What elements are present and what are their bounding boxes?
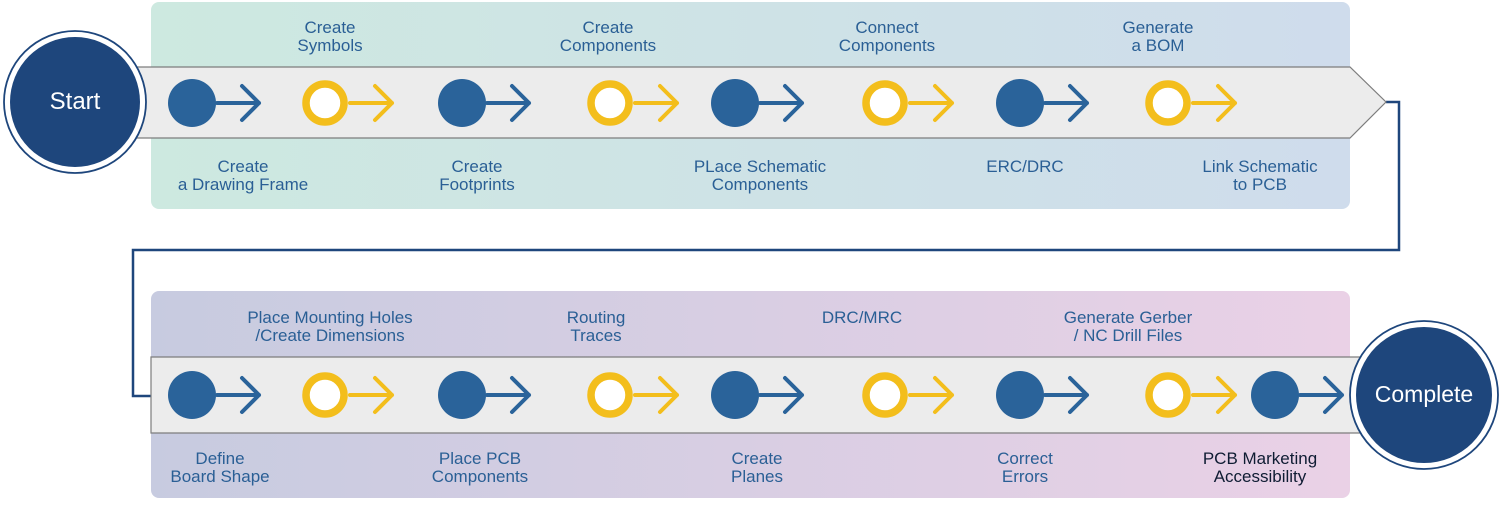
arrow-right-icon [485, 376, 531, 414]
row1-step-5 [711, 79, 804, 127]
row2-step-4 [587, 372, 679, 418]
complete-node [1356, 327, 1492, 463]
row2-step-3 [438, 371, 531, 419]
arrow-right-icon [215, 376, 261, 414]
dot-icon [168, 79, 216, 127]
ring-icon [587, 372, 633, 418]
row1-top-label-3: Connect Components [838, 18, 936, 55]
row1-step-3 [438, 79, 531, 127]
arrow-right-icon [485, 84, 531, 122]
ring-icon [302, 80, 348, 126]
arrow-right-icon [1191, 376, 1237, 414]
row2-top-label-1: Place Mounting Holes /Create Dimensions [247, 308, 413, 345]
row2-bottom-label-1: Define Board Shape [170, 449, 270, 486]
arrow-right-icon [1191, 84, 1237, 122]
dot-icon [438, 371, 486, 419]
row2-bottom-label-3: Create Planes [731, 449, 783, 486]
row2-top-label-3: DRC/MRC [821, 308, 903, 327]
row2-bottom-label-4: Correct Errors [997, 449, 1053, 486]
complete-label: Complete [1374, 381, 1474, 407]
row1-top-label-4: Generate a BOM [1122, 18, 1194, 55]
arrow-right-icon [633, 84, 679, 122]
row1-step-1 [168, 79, 261, 127]
arrow-right-icon [908, 84, 954, 122]
row2-step-2 [302, 372, 394, 418]
row2-top-label-4: Generate Gerber / NC Drill Files [1063, 308, 1193, 345]
arrow-right-icon [1043, 376, 1089, 414]
arrow-right-icon [1043, 84, 1089, 122]
row2-bottom-label-5: PCB Marketing Accessibility [1202, 449, 1318, 486]
arrow-right-icon [215, 84, 261, 122]
row1-bottom-label-3: PLace Schematic Components [693, 157, 827, 194]
start-label: Start [49, 88, 101, 115]
ring-icon [587, 80, 633, 126]
ring-icon [1145, 372, 1191, 418]
dot-icon [711, 371, 759, 419]
arrow-right-icon [348, 376, 394, 414]
row2-bottom-label-2: Place PCB Components [431, 449, 529, 486]
row1-step-6 [862, 80, 954, 126]
dot-icon [1251, 371, 1299, 419]
dot-icon [996, 371, 1044, 419]
arrow-right-icon [908, 376, 954, 414]
ring-icon [1145, 80, 1191, 126]
row1-step-8 [1145, 80, 1237, 126]
arrow-right-icon [348, 84, 394, 122]
dot-icon [438, 79, 486, 127]
arrow-right-icon [633, 376, 679, 414]
row2-step-6 [862, 372, 954, 418]
row1-step-2 [302, 80, 394, 126]
row1-bottom-label-2: Create Footprints [439, 157, 515, 194]
row2-step-5 [711, 371, 804, 419]
row2-step-8 [1145, 372, 1237, 418]
arrow-right-icon [758, 376, 804, 414]
row2-step-9 [1251, 371, 1344, 419]
start-node [10, 37, 140, 167]
row1-bottom-label-1: Create a Drawing Frame [177, 157, 309, 194]
dot-icon [996, 79, 1044, 127]
row1-bottom-label-5: Link Schematic to PCB [1202, 157, 1318, 194]
row1-top-label-1: Create Symbols [297, 18, 363, 55]
arrow-right-icon [1298, 376, 1344, 414]
dot-icon [168, 371, 216, 419]
row1-bottom-label-4: ERC/DRC [986, 157, 1064, 176]
row2-step-1 [168, 371, 261, 419]
ring-icon [862, 372, 908, 418]
dot-icon [711, 79, 759, 127]
row1-step-4 [587, 80, 679, 126]
row2-step-7 [996, 371, 1089, 419]
row1-top-label-2: Create Components [559, 18, 657, 55]
row-connector-line [131, 100, 1401, 398]
arrow-right-icon [758, 84, 804, 122]
row1-step-7 [996, 79, 1089, 127]
ring-icon [302, 372, 348, 418]
ring-icon [862, 80, 908, 126]
row2-top-label-2: Routing Traces [566, 308, 626, 345]
